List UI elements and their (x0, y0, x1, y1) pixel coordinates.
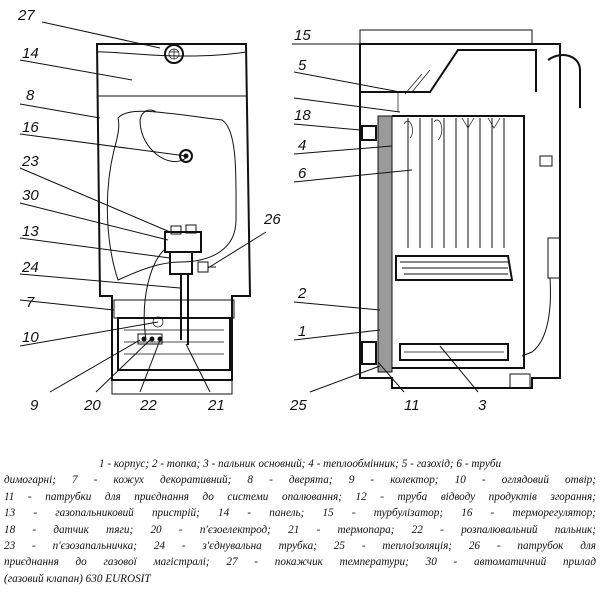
label-21: 21 (207, 397, 225, 414)
label-16: 16 (22, 119, 39, 136)
lower-nozzle (509, 373, 531, 389)
label-3: 3 (478, 397, 487, 414)
section-outline (359, 43, 561, 389)
baffle-hatching (400, 261, 508, 275)
label-18: 18 (294, 107, 311, 124)
legend-line-6: 23 - п'єзозапальничка; 24 - з'єднувальна… (4, 540, 596, 553)
label-13: 13 (22, 223, 39, 240)
collector-icon (137, 333, 163, 345)
combustion-baffle (395, 255, 514, 281)
thermal-insulation (377, 115, 393, 373)
burner-rails (124, 329, 224, 355)
legend-line-8: (газовий клапан) 630 EUROSIT (4, 572, 151, 585)
leader-lines (19, 21, 479, 393)
label-2: 2 (297, 285, 307, 302)
boiler-drawing: 27 14 8 16 23 30 13 24 7 10 9 20 22 21 2… (17, 7, 581, 414)
label-22: 22 (139, 397, 157, 414)
outlet-nozzle (361, 341, 377, 365)
turbulator-lines (397, 69, 431, 112)
legend-line-5: 18 - датчик тяги; 20 - п'єзоелектрод; 21… (4, 523, 596, 536)
gas-supply-line (521, 277, 551, 357)
label-24: 24 (21, 259, 39, 276)
boiler-section-view (359, 29, 581, 389)
door-outline (106, 110, 237, 281)
flue-duct (360, 49, 537, 93)
label-5: 5 (298, 57, 307, 74)
gas-valve-icon (164, 224, 216, 275)
exhaust-pipe (547, 54, 581, 108)
flue-top (359, 29, 533, 44)
label-27: 27 (17, 7, 35, 24)
label-9: 9 (30, 397, 39, 414)
base-plate (111, 380, 233, 395)
legend-line-2: димогарні; 7 - кожух декоративний; 8 - д… (4, 474, 596, 487)
burner-top-plate (113, 299, 235, 319)
viewing-hole-icon (152, 316, 164, 328)
legend-line-4: 13 - газопальниковий пристрій; 14 - пане… (4, 507, 596, 520)
label-4: 4 (298, 137, 306, 154)
thermocouple-wire (143, 247, 167, 341)
parts-legend: 1 - корпус; 2 - топка; 3 - пальник основ… (4, 456, 596, 587)
thermostat-capillary (139, 109, 187, 163)
label-25: 25 (289, 397, 307, 414)
main-burner (399, 343, 509, 361)
connecting-tube (180, 274, 189, 345)
legend-line-3: 11 - патрубки для приєднання до системи … (4, 490, 596, 503)
legend-line-1: 1 - корпус; 2 - топка; 3 - пальник основ… (98, 458, 502, 470)
label-7: 7 (26, 294, 35, 311)
legend-line-7: приєднання до газової магістралі; 27 - п… (4, 556, 596, 569)
label-20: 20 (83, 397, 101, 414)
draft-sensor-left (361, 125, 377, 141)
label-1: 1 (298, 323, 306, 340)
label-8: 8 (26, 87, 35, 104)
label-6: 6 (298, 165, 307, 182)
boiler-front-view (95, 43, 252, 395)
fire-tubes (403, 117, 505, 248)
label-30: 30 (22, 187, 39, 204)
gas-valve-side (547, 237, 561, 279)
panel-curve (96, 51, 247, 57)
label-14: 14 (22, 45, 39, 62)
part-number-labels: 27 14 8 16 23 30 13 24 7 10 9 20 22 21 2… (17, 7, 487, 414)
label-15: 15 (294, 27, 311, 44)
label-23: 23 (21, 153, 39, 170)
casing-outline (95, 43, 252, 381)
label-11: 11 (404, 397, 420, 414)
temperature-indicator-icon (164, 44, 184, 64)
draft-sensor (539, 155, 553, 167)
label-26: 26 (263, 211, 281, 228)
label-10: 10 (22, 329, 39, 346)
